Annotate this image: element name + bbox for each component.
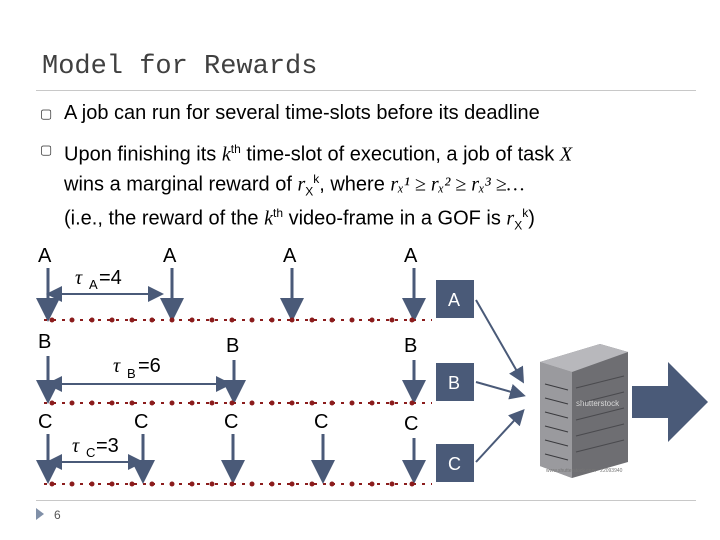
tau-a-symbol: τ [75, 267, 83, 289]
task-c-label-5: C [404, 413, 418, 435]
task-c-queue-box-label: C [448, 454, 461, 474]
task-c-label-2: C [134, 411, 148, 433]
task-c-label: C [38, 411, 52, 433]
footer-divider [36, 500, 696, 501]
b-to-server-arrow [476, 382, 522, 395]
task-a-label-4: A [404, 245, 418, 267]
tau-a-value: =4 [99, 267, 122, 289]
task-a-label-2: A [163, 245, 177, 267]
tau-c-value: =3 [96, 435, 119, 457]
task-b-label-3: B [404, 335, 417, 357]
tau-c-subscript: C [86, 445, 95, 460]
output-big-arrow [632, 362, 708, 442]
tau-b-value: =6 [138, 355, 161, 377]
task-c-label-3: C [224, 411, 238, 433]
a-to-server-arrow [476, 300, 522, 380]
tau-b-subscript: B [127, 366, 136, 381]
tau-b-symbol: τ [113, 355, 121, 377]
server-image: shutterstock [540, 344, 628, 478]
tau-a-subscript: A [89, 277, 98, 292]
server-image-caption: www.shutterstock.com · 22093940 [546, 468, 623, 474]
task-b-label-2: B [226, 335, 239, 357]
task-a-queue-box-label: A [448, 290, 460, 310]
task-a-label-3: A [283, 245, 297, 267]
page-number: 6 [54, 508, 61, 522]
task-c-label-4: C [314, 411, 328, 433]
c-to-server-arrow [476, 412, 522, 462]
server-brand-watermark: shutterstock [576, 399, 620, 408]
task-b-label: B [38, 331, 51, 353]
task-a-label: A [38, 245, 52, 267]
task-b-queue-box-label: B [448, 373, 460, 393]
page-marker-icon [36, 508, 44, 520]
tau-c-symbol: τ [72, 435, 80, 457]
